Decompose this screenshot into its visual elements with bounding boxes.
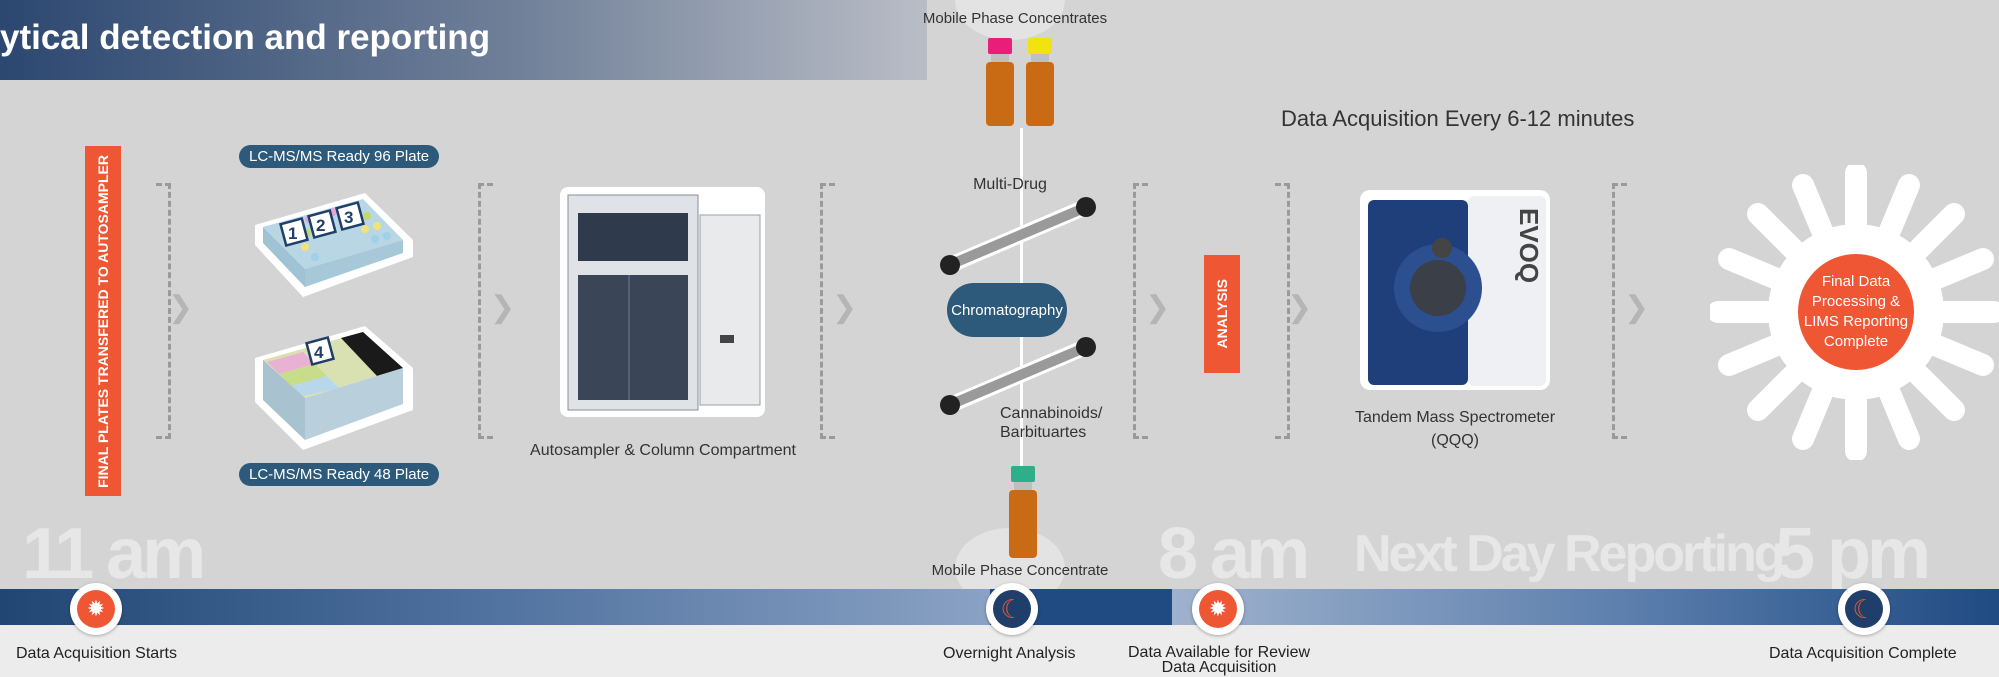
column-top-label: Multi-Drug — [973, 176, 1047, 193]
plate-number: 1 — [288, 224, 297, 243]
next-day-reporting: Next Day Reporting — [1354, 525, 1786, 583]
plate-number: 3 — [344, 208, 353, 227]
time-5pm: 5 pm — [1775, 514, 1931, 594]
plate-96-label: LC-MS/MS Ready 96 Plate — [239, 145, 440, 168]
label-acquisition-complete: Data Acquisition Complete — [1769, 645, 1957, 662]
sun-icon: ✹ — [77, 590, 115, 628]
vial-pink-icon — [986, 38, 1014, 126]
chromatography-node: Chromatography — [947, 283, 1067, 337]
label-overnight-analysis: Overnight Analysis — [943, 645, 1076, 662]
page-title: ytical detection and reporting — [0, 18, 491, 57]
chevron-right-icon: ❯ — [168, 291, 194, 324]
header-band — [0, 0, 927, 80]
bracket — [156, 183, 171, 439]
column-top-icon — [940, 197, 1096, 275]
autosampler-icon — [560, 187, 765, 417]
bracket — [1612, 183, 1627, 439]
mass-spectrometer-icon: EVOQ — [1360, 190, 1550, 390]
final-status-text: Final Data Processing & LIMS Reporting C… — [1803, 273, 1909, 350]
plate-48-label: LC-MS/MS Ready 48 Plate — [239, 463, 440, 486]
starburst-icon — [1710, 165, 1999, 460]
timeline-label-area — [0, 625, 1999, 677]
transfer-label: FINAL PLATES TRANSFERED TO AUTOSAMPLER — [95, 154, 111, 488]
marker-review: ✹ — [1192, 583, 1244, 635]
bottom-reservoir-label: Mobile Phase Concentrate — [931, 562, 1109, 579]
time-11am: 11 am — [22, 514, 206, 594]
bracket — [820, 183, 835, 439]
timeline-bar-day — [0, 589, 990, 625]
plate-48-icon: 4 — [255, 326, 413, 450]
vial-yellow-icon — [1026, 38, 1054, 126]
autosampler-caption: Autosampler & Column Compartment — [530, 442, 796, 459]
label-acquisition-starts: Data Acquisition Starts — [16, 645, 177, 662]
marker-complete: ☾ — [1838, 583, 1890, 635]
chevron-right-icon: ❯ — [1287, 291, 1313, 324]
moon-icon: ☾ — [993, 590, 1031, 628]
marker-start: ✹ — [70, 583, 122, 635]
chromatography-label: Chromatography — [951, 301, 1063, 319]
vial-green-icon — [1009, 466, 1037, 558]
plate-96-icon: 1 2 3 — [255, 193, 413, 297]
column-bottom-icon — [940, 337, 1096, 415]
analysis-label: ANALYSIS — [1214, 279, 1230, 349]
label-data-available: Data Available for Review Data Acquisiti… — [1128, 644, 1311, 676]
column-bottom-label: Cannabinoids/ Barbituartes — [1000, 405, 1103, 441]
acquisition-heading: Data Acquisition Every 6-12 minutes — [1281, 106, 1635, 131]
top-reservoir-label: Mobile Phase Concentrates — [922, 10, 1108, 27]
bracket — [1275, 183, 1290, 439]
transfer-label-box: FINAL PLATES TRANSFERED TO AUTOSAMPLER — [85, 146, 121, 496]
bracket — [478, 183, 493, 439]
chevron-right-icon: ❯ — [1624, 291, 1650, 324]
plate-number: 4 — [314, 343, 324, 362]
chevron-right-icon: ❯ — [832, 291, 858, 324]
ms-caption: Tandem Mass Spectrometer (QQQ) — [1354, 409, 1556, 449]
chevron-right-icon: ❯ — [1145, 291, 1171, 324]
plate-number: 2 — [316, 216, 325, 235]
ms-brand: EVOQ — [1514, 208, 1544, 283]
sun-icon: ✹ — [1199, 590, 1237, 628]
analysis-box: ANALYSIS — [1204, 255, 1240, 373]
chevron-right-icon: ❯ — [490, 291, 516, 324]
bracket — [1133, 183, 1148, 439]
time-8am: 8 am — [1158, 514, 1310, 594]
marker-overnight: ☾ — [986, 583, 1038, 635]
moon-icon: ☾ — [1845, 590, 1883, 628]
